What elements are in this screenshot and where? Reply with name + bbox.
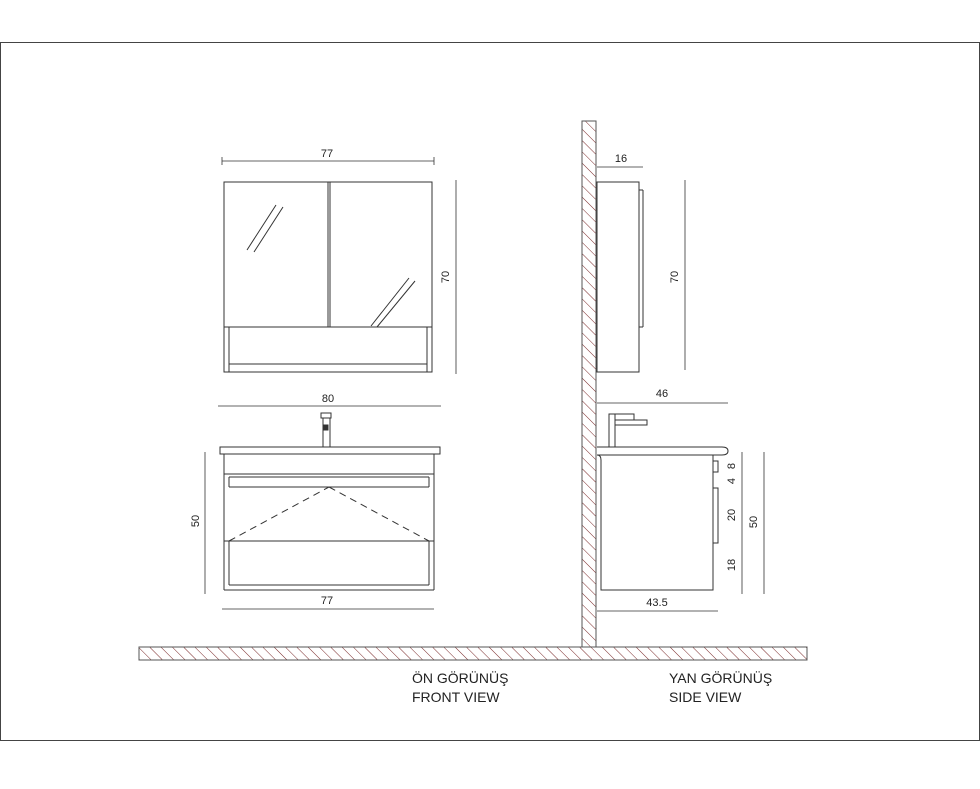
front-view-caption-en: FRONT VIEW [412, 689, 500, 705]
side-vanity-total-height-label: 50 [748, 516, 760, 528]
front-mirror-width-label: 77 [321, 148, 333, 160]
side-vanity-segment-label: 20 [726, 509, 738, 521]
side-vanity-segment-label: 18 [726, 559, 738, 571]
side-view-caption-en: SIDE VIEW [669, 689, 742, 705]
side-vanity [596, 446, 729, 591]
side-faucet [608, 413, 648, 448]
front-vanity-height-label: 50 [190, 515, 202, 527]
side-vanity-top-depth-label: 46 [656, 388, 668, 400]
front-faucet [320, 412, 332, 448]
front-mirror-cabinet [223, 181, 433, 373]
side-mirror-cabinet [596, 181, 644, 373]
front-vanity-top-width-label: 80 [322, 393, 334, 405]
side-view-caption-tr: YAN GÖRÜNÜŞ [669, 669, 772, 686]
drawing-border [0, 42, 980, 741]
side-vanity-segment-label: 4 [726, 478, 738, 484]
side-vanity-segment-label: 8 [726, 463, 738, 469]
floor-hatch [138, 646, 808, 661]
side-mirror-depth-label: 16 [615, 153, 627, 165]
front-mirror-height-label: 70 [440, 271, 452, 283]
front-view-caption-tr: ÖN GÖRÜNÜŞ [412, 669, 508, 686]
side-vanity-bottom-depth-label: 43.5 [646, 597, 667, 609]
wall-hatch [581, 120, 597, 648]
front-vanity [219, 446, 441, 591]
front-vanity-bottom-width-label: 77 [321, 595, 333, 607]
side-mirror-height-label: 70 [669, 271, 681, 283]
front-mirror-width-dim [221, 157, 435, 165]
